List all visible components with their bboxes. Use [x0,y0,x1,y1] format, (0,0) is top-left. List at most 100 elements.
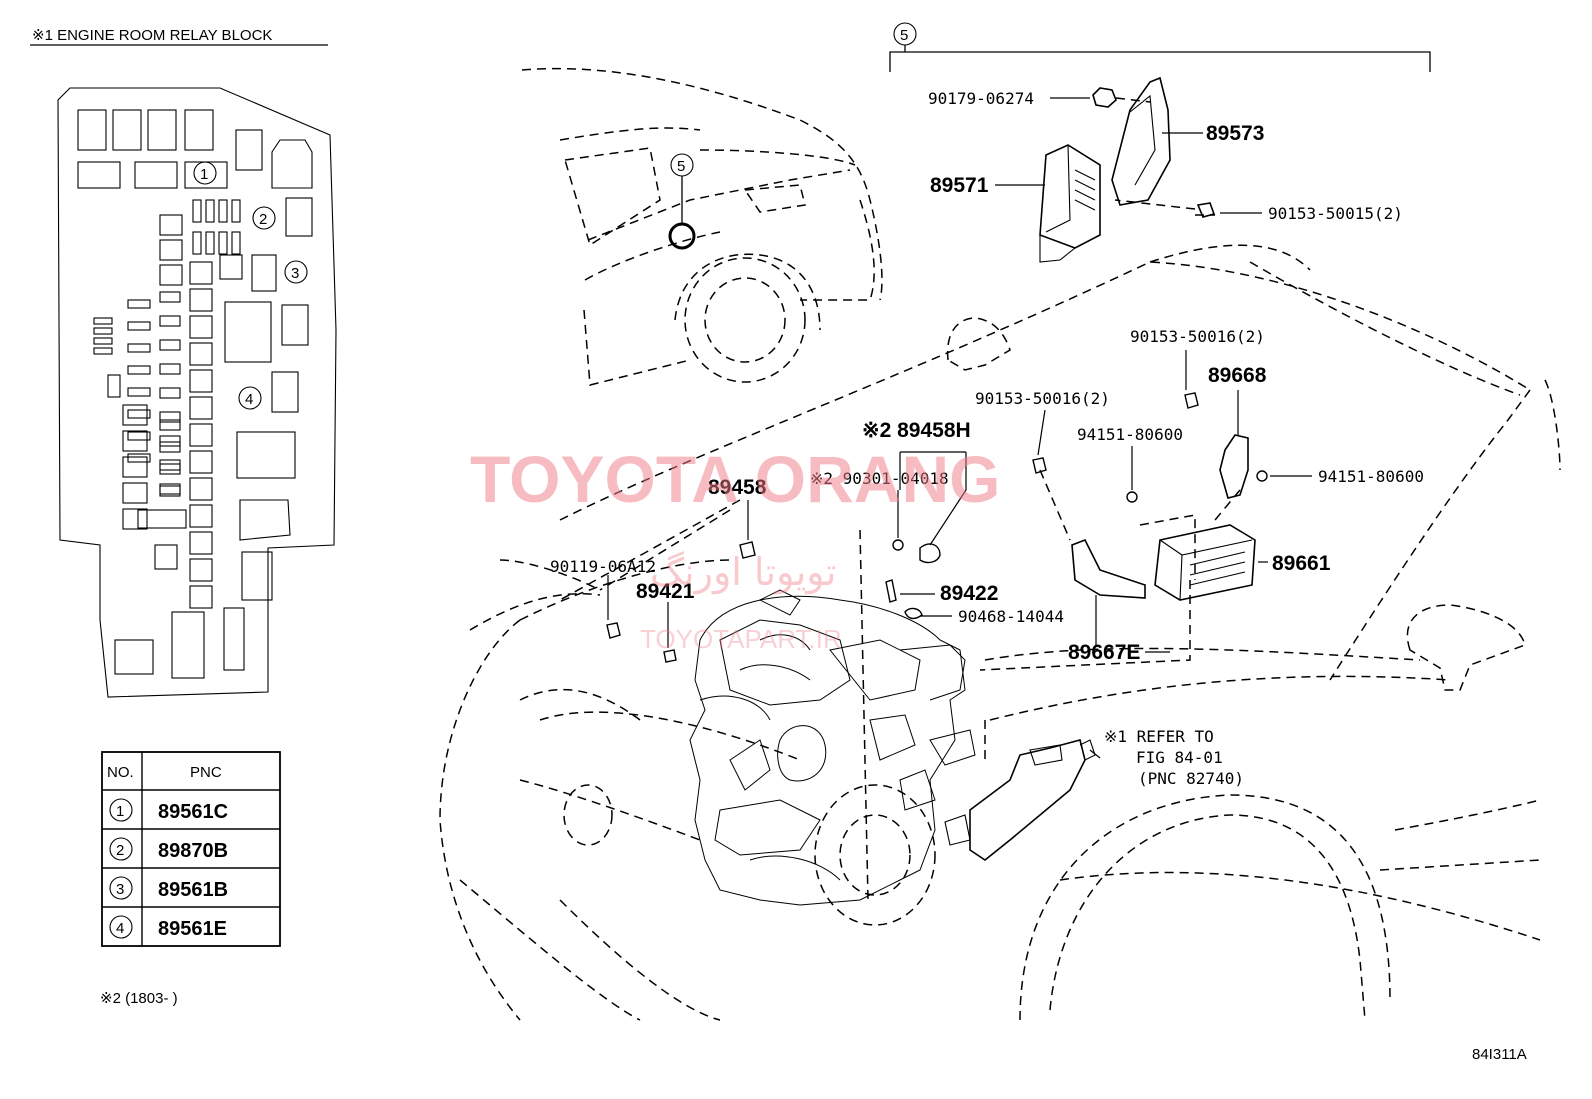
label-90153-50016-b: 90153-50016(2) [975,389,1110,408]
relay-callout-1: 1 [193,161,217,185]
callout-5-car: 5 [668,153,696,250]
svg-text:89870B: 89870B [158,840,228,862]
table-header-no: NO. [107,764,134,781]
fuse [127,387,151,397]
relay-block-title: ※1 ENGINE ROOM RELAY BLOCK [32,27,272,44]
label-89661: 89661 [1272,552,1331,575]
label-89458H: ※2 89458H [862,419,971,442]
svg-text:89561C: 89561C [158,801,228,823]
fuse [189,477,213,501]
svg-text:4: 4 [245,391,253,408]
label-90179-06274: 90179-06274 [928,89,1034,108]
fuse [127,453,151,463]
label-89573: 89573 [1206,122,1264,145]
fuse [93,337,113,345]
svg-text:5: 5 [900,27,908,44]
fuse [189,504,213,528]
svg-text:2: 2 [259,211,267,228]
relay-callout-3: 3 [284,260,308,284]
label-94151-80600-b: 94151-80600 [1318,467,1424,486]
bracket-89667E [1071,538,1146,599]
svg-text:2: 2 [116,842,124,859]
bracket-89573 [1111,76,1171,206]
fuse [159,441,181,453]
module-89571 [1039,144,1101,263]
refer-line-2: FIG 84-01 [1136,748,1223,767]
relay-block: ※1 ENGINE ROOM RELAY BLOCK [30,27,337,698]
fuse [159,339,181,351]
svg-text:4: 4 [116,920,124,937]
fuse [189,423,213,447]
svg-text:1: 1 [200,166,208,183]
fuse [159,315,181,327]
label-94151-80600-a: 94151-80600 [1077,425,1183,444]
car-front-view [439,244,1561,1021]
fuse [189,288,213,312]
label-89667E: 89667E [1068,641,1140,664]
fuse [93,347,113,355]
fuse [127,431,151,441]
fuse [154,544,178,570]
fuse [189,558,213,582]
fuse [107,374,121,398]
label-89668: 89668 [1208,364,1267,387]
fuse [189,315,213,339]
fuse [122,456,148,478]
fuse [189,450,213,474]
pnc-table: NO. PNC 1 89561C 2 89870B 3 89561B 4 895… [101,751,281,947]
label-89422: 89422 [940,582,998,605]
watermark-main: TOYOTA ORANG [470,442,1000,516]
fuse [159,485,181,497]
label-90119-06A12: 90119-06A12 [550,557,656,576]
fuse [159,291,181,303]
table-row: 3 89561B [109,876,228,901]
svg-text:89561E: 89561E [158,918,227,940]
relay-callout-2: 2 [252,206,276,230]
fasteners [606,392,1268,663]
svg-text:1: 1 [116,803,124,820]
relay-block-outline [57,87,337,698]
fuse [189,585,213,609]
nut-90179 [1092,87,1117,108]
watermark-arabic: تویوتا اورنگ [650,550,837,595]
watermark-url: TOYOTAPART.IR [640,624,842,654]
bolt-90153-50015 [1196,202,1216,218]
label-89421: 89421 [636,580,695,603]
label-89571: 89571 [930,174,989,197]
fuse [127,409,151,419]
refer-line-3: (PNC 82740) [1138,769,1244,788]
table-row: 1 89561C [109,798,228,823]
callout-5-group: 5 [889,22,1431,72]
table-row: 2 89870B [109,837,228,862]
fuse [127,365,151,375]
fuse [159,435,181,447]
fuse [159,463,181,475]
fuse [159,387,181,399]
fuse [159,411,181,423]
fuse [122,430,148,452]
fuse [159,419,181,431]
footnote: ※2 (1803- ) [100,990,178,1007]
relay-block-bracket [944,739,1096,861]
fuse [127,321,151,331]
fuse [189,342,213,366]
label-90301-04018: ※2 90301-04018 [810,469,949,488]
label-90153-50016-a: 90153-50016(2) [1130,327,1265,346]
fuse [159,363,181,375]
label-89458: 89458 [708,476,767,499]
fuse [189,369,213,393]
bracket-89668 [1219,434,1249,499]
figure-id: 84I311A [1472,1046,1527,1063]
fuse [159,459,181,471]
fuse [93,317,113,325]
svg-text:3: 3 [116,881,124,898]
fuse [189,396,213,420]
engine-assembly [689,589,976,906]
label-90468-14044: 90468-14044 [958,607,1064,626]
svg-text:89561B: 89561B [158,879,228,901]
refer-line-1: ※1 REFER TO [1104,727,1214,746]
part-labels: 90179-06274 89573 89571 90153-50015(2) 9… [550,89,1527,1063]
label-90153-50015: 90153-50015(2) [1268,204,1403,223]
table-row: 4 89561E [109,915,227,940]
fuse [122,482,148,504]
